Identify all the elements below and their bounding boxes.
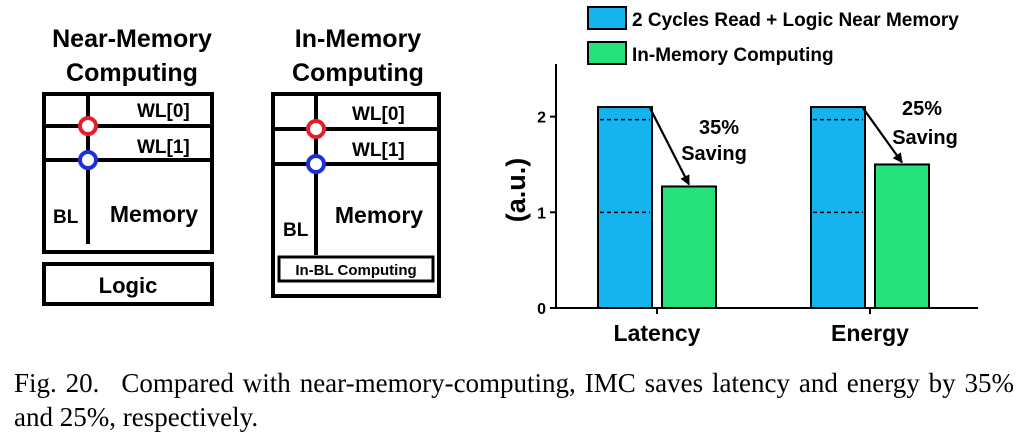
saving-label-latency: Saving	[681, 143, 747, 165]
legend-swatch-series-2	[587, 41, 627, 65]
x-tick-label-latency: Latency	[614, 320, 701, 346]
saving-arrow-latency	[649, 107, 690, 186]
near-memory-title-line1: Near-Memory	[52, 25, 212, 53]
chart-legend: 2 Cycles Read + Logic Near Memory In-Mem…	[587, 6, 959, 66]
in-memory-memory-label: Memory	[335, 202, 423, 228]
bar-energy-series-2	[874, 163, 930, 309]
saving-arrow-energy	[862, 107, 903, 164]
chart: 2 Cycles Read + Logic Near Memory In-Mem…	[501, 6, 978, 346]
reference-lines	[600, 118, 863, 214]
near-memory-cell-1	[78, 150, 98, 170]
in-memory-title-line2: Computing	[292, 59, 424, 87]
near-memory-array-box	[42, 92, 214, 254]
in-bl-computing-box	[277, 255, 435, 283]
figure-canvas: Near-Memory Computing WL[0] WL[1] BL Mem…	[42, 6, 978, 346]
near-memory-bl-label: BL	[53, 207, 79, 228]
y-tick-label-2: 2	[537, 110, 546, 127]
caption-text: Compared with near-memory-computing, IMC…	[14, 368, 1014, 432]
y-axis-title: (a.u.)	[501, 158, 531, 223]
legend-label-series-1: 2 Cycles Read + Logic Near Memory	[632, 10, 959, 31]
saving-percent-energy: 25%	[902, 98, 942, 120]
near-memory-wl1-label: WL[1]	[137, 137, 190, 158]
near-memory-memory-label: Memory	[110, 201, 198, 227]
in-memory-cell-1	[306, 154, 326, 174]
bar-energy-series-1	[810, 106, 866, 309]
bars	[597, 106, 930, 309]
in-memory-cell-0	[306, 119, 326, 139]
in-memory-wl0-label: WL[0]	[352, 104, 405, 125]
y-tick-label-0: 0	[537, 301, 546, 318]
bar-latency-series-2	[661, 185, 717, 309]
near-memory-diagram: Near-Memory Computing WL[0] WL[1] BL Mem…	[42, 25, 214, 306]
in-memory-array-box	[271, 92, 441, 298]
bar-latency-series-1	[597, 106, 653, 309]
near-memory-logic-box	[42, 262, 214, 306]
saving-label-energy: Saving	[892, 127, 958, 149]
in-memory-diagram: In-Memory Computing WL[0] WL[1] BL Memor…	[271, 25, 441, 298]
annotations: 35% Saving 25% Saving	[649, 98, 958, 186]
legend-label-series-2: In-Memory Computing	[632, 45, 834, 66]
in-memory-bl-label: BL	[283, 220, 309, 241]
y-tick-label-1: 1	[537, 205, 546, 222]
near-memory-title-line2: Computing	[66, 59, 198, 87]
legend-swatch-series-1	[587, 6, 627, 30]
in-memory-title-line1: In-Memory	[295, 25, 422, 53]
near-memory-wl0-label: WL[0]	[137, 101, 190, 122]
caption-label: Fig. 20.	[14, 368, 100, 398]
near-memory-logic-label: Logic	[99, 273, 158, 298]
x-tick-label-energy: Energy	[831, 320, 909, 346]
in-memory-wl1-label: WL[1]	[352, 140, 405, 161]
figure-caption: Fig. 20.Compared with near-memory-comput…	[14, 366, 1014, 434]
near-memory-cell-0	[78, 116, 98, 136]
saving-percent-latency: 35%	[699, 117, 739, 139]
in-bl-computing-label: In-BL Computing	[295, 262, 416, 279]
